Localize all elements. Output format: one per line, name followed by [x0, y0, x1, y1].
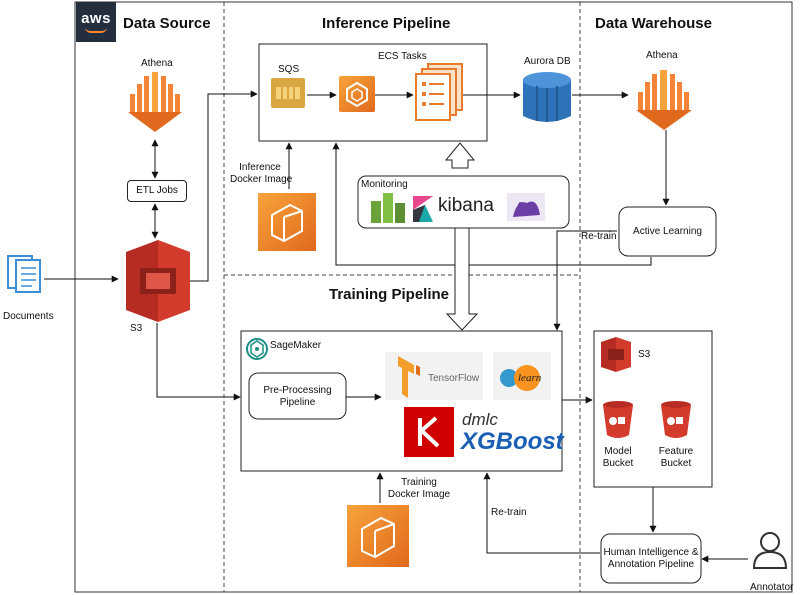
- preprocessing-line1: Pre-Processing: [263, 385, 332, 396]
- feature-bucket-line1: Feature: [658, 446, 694, 457]
- sklearn-icon: [500, 365, 540, 391]
- inference-box: [258, 43, 488, 142]
- arrow-retrain-top: [553, 230, 617, 331]
- section-training-pipeline: Training Pipeline: [329, 286, 450, 303]
- athena-source-icon: [128, 72, 182, 132]
- model-bucket-label: Model Bucket: [593, 446, 643, 470]
- arrow-s3-sqs: [190, 90, 258, 282]
- model-bucket-line2: Bucket: [602, 458, 634, 469]
- aws-smile-icon: [85, 27, 107, 33]
- s3-source-icon: [126, 240, 190, 322]
- athena-source-label: Athena: [141, 58, 173, 69]
- arrow-s3-training: [156, 323, 241, 401]
- s3-warehouse-icon: [601, 337, 631, 372]
- arrow-return-inference: [332, 142, 652, 266]
- ecs-tasks-label: ECS Tasks: [378, 51, 427, 62]
- ecs-tasks-icon: [415, 63, 463, 121]
- aurora-db-icon: [523, 72, 571, 122]
- section-data-warehouse: Data Warehouse: [595, 15, 712, 32]
- sagemaker-icon: [246, 338, 268, 360]
- feature-bucket-icon: [661, 401, 691, 438]
- tensorflow-icon: [398, 356, 420, 398]
- sklearn-label: learn: [518, 372, 542, 384]
- annotator-icon: [752, 532, 788, 569]
- annotator-label: Annotator: [750, 582, 794, 593]
- elk-icon: [507, 193, 545, 221]
- inference-docker-image-icon: [258, 193, 316, 251]
- retrain-top-label: Re-train: [581, 231, 617, 242]
- section-inference-pipeline: Inference Pipeline: [322, 15, 451, 32]
- tensorflow-label: TensorFlow: [428, 373, 480, 384]
- documents-icon: [7, 255, 41, 293]
- s3-source-label: S3: [130, 323, 143, 334]
- keras-icon: [404, 407, 454, 457]
- model-bucket-line1: Model: [604, 446, 632, 457]
- inference-image-label: Inference Docker Image: [230, 162, 293, 186]
- etl-jobs-box[interactable]: ETL Jobs: [127, 180, 187, 202]
- cloudwatch-icon: [371, 193, 405, 223]
- keras-letter-icon: [418, 416, 440, 448]
- feature-bucket-label: Feature Bucket: [651, 446, 701, 470]
- preprocessing-box: [248, 372, 347, 420]
- training-image-line2: Docker Image: [387, 489, 451, 500]
- training-docker-image-icon: [347, 505, 409, 567]
- etl-jobs-label: ETL Jobs: [136, 185, 178, 196]
- inference-image-line1: Inference: [239, 162, 281, 173]
- section-data-source: Data Source: [123, 15, 211, 32]
- aws-logo: aws: [76, 2, 116, 42]
- xgboost-label: XGBoost: [461, 428, 564, 455]
- human-annotation-box: [600, 533, 702, 584]
- active-learning-box: [618, 206, 717, 257]
- human-annotation-label: Human Intelligence & Annotation Pipeline: [601, 547, 701, 571]
- aurora-db-label: Aurora DB: [524, 56, 571, 67]
- hollow-arrow-down: [445, 227, 479, 331]
- s3-warehouse-label: S3: [638, 349, 651, 360]
- documents-label: Documents: [3, 311, 54, 322]
- sagemaker-label: SageMaker: [270, 340, 322, 351]
- monitoring-label: Monitoring: [361, 179, 408, 190]
- arrow-retrain-bottom: [483, 472, 600, 554]
- outer-frame: [74, 1, 793, 593]
- preprocessing-label: Pre-Processing Pipeline: [249, 385, 346, 409]
- training-box: [240, 330, 563, 472]
- athena-warehouse-label: Athena: [646, 50, 678, 61]
- human-line2: Annotation Pipeline: [607, 559, 695, 570]
- preprocessing-line2: Pipeline: [279, 397, 316, 408]
- training-image-line1: Training: [401, 477, 437, 488]
- kibana-icon: [413, 196, 433, 222]
- active-learning-label: Active Learning: [633, 226, 702, 237]
- hollow-arrow-up: [444, 142, 476, 169]
- athena-warehouse-icon: [636, 70, 692, 130]
- human-line1: Human Intelligence &: [603, 547, 699, 558]
- inference-image-line2: Docker Image: [230, 174, 293, 185]
- aws-logo-text: aws: [81, 10, 111, 27]
- ecs-icon: [339, 76, 375, 112]
- feature-bucket-line2: Bucket: [660, 458, 692, 469]
- training-image-label: Training Docker Image: [384, 477, 454, 501]
- model-bucket-icon: [603, 401, 633, 438]
- retrain-bottom-label: Re-train: [491, 507, 527, 518]
- kibana-wordmark: kibana: [438, 195, 494, 216]
- dmlc-label: dmlc: [462, 410, 498, 429]
- sqs-label: SQS: [278, 64, 300, 75]
- sqs-icon: [271, 78, 305, 108]
